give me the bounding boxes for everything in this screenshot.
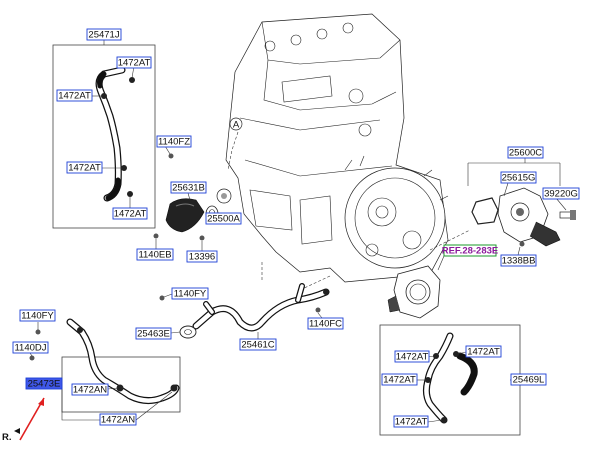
tag-1472AT-r-upper-right[interactable] <box>465 345 502 358</box>
label-1472AN-lower: 1472AN <box>101 415 135 426</box>
label-1338BB: 1338BB <box>502 256 536 267</box>
label-1472AT-r-upper-left: 1472AT <box>396 352 429 363</box>
tag-25461C[interactable] <box>239 338 277 351</box>
hose-25461C: 1140FY 1140FC 25463E 25461C <box>135 283 344 351</box>
label-25461C: 25461C <box>241 340 274 351</box>
tag-1472AN-upper[interactable] <box>71 383 109 396</box>
label-1472AT-bottom: 1472AT <box>114 209 147 220</box>
label-25463E: 25463E <box>137 329 170 340</box>
tag-25463E[interactable] <box>135 327 172 340</box>
thermostat-area: 25631B 25500A 1140EB 13396 <box>136 181 242 263</box>
tag-25500A[interactable] <box>205 212 242 225</box>
red-arrow <box>19 397 45 441</box>
label-1472AT-top: 1472AT <box>118 58 151 69</box>
label-1472AT-r-bottom: 1472AT <box>395 417 428 428</box>
group-25469L: 1472AT 1472AT 1472AT 1472AT 25469L <box>379 324 547 436</box>
label-1472AT-lower-left: 1472AT <box>68 163 101 174</box>
tag-1140FZ[interactable] <box>156 135 192 148</box>
view-a-label: A <box>233 120 240 131</box>
ref-28-283E-link[interactable] <box>443 244 497 257</box>
group-25600C: 25600C 25615G 39220G 1338BB <box>467 146 580 267</box>
engine-block: A <box>225 13 471 291</box>
front-direction-marker: R. <box>2 397 45 443</box>
tag-13396[interactable] <box>186 250 218 263</box>
tag-1472AN-lower[interactable] <box>99 413 137 426</box>
red-arrowhead <box>38 398 44 406</box>
label-1472AT-upper-left: 1472AT <box>58 91 91 102</box>
label-25500A: 25500A <box>207 214 240 225</box>
tag-1472AT-lower-left[interactable] <box>66 161 103 174</box>
tag-1140FY-mid[interactable] <box>171 287 209 300</box>
label-1472AN-upper: 1472AN <box>73 385 107 396</box>
tag-1472AT-r-upper-left[interactable] <box>394 350 430 363</box>
label-1140FZ: 1140FZ <box>158 137 190 148</box>
ref-28-283E-label: REF.28-283E <box>442 246 499 257</box>
tag-1338BB[interactable] <box>500 254 537 267</box>
label-1140FY-mid: 1140FY <box>174 289 207 300</box>
view-a-marker <box>229 117 243 131</box>
tag-1472AT-top[interactable] <box>116 56 152 69</box>
tag-1140FY-left[interactable] <box>19 309 56 322</box>
tag-1472AT-r-middle[interactable] <box>381 373 418 386</box>
tag-1472AT-r-bottom[interactable] <box>393 415 429 428</box>
tag-25469L[interactable] <box>510 373 547 386</box>
label-25615G: 25615G <box>502 173 536 184</box>
corner-label: R. <box>2 432 12 443</box>
label-39220G: 39220G <box>544 189 578 200</box>
tag-1140FC[interactable] <box>307 317 344 330</box>
tag-25473E-highlighted[interactable] <box>25 377 63 390</box>
group-25473E: 1140FY 1140DJ 25473E 1472AN 1472AN <box>12 309 181 426</box>
tag-1140DJ[interactable] <box>12 341 49 354</box>
direction-arrow-icon <box>14 428 20 434</box>
label-1140DJ: 1140DJ <box>14 343 46 354</box>
group-25471J: 25471J 1472AT 1472AT 1140FZ 1472AT 1472A… <box>52 28 192 229</box>
throttle-area: REF.28-283E <box>387 244 499 319</box>
label-1140FC: 1140FC <box>309 319 342 330</box>
tag-39220G[interactable] <box>542 187 580 200</box>
label-1472AT-r-upper-right: 1472AT <box>467 347 500 358</box>
label-1472AT-r-middle: 1472AT <box>383 375 416 386</box>
label-25631B: 25631B <box>172 183 205 194</box>
label-25473E: 25473E <box>28 379 61 390</box>
label-1140EB: 1140EB <box>138 250 171 261</box>
tag-1472AT-bottom[interactable] <box>112 207 148 220</box>
tag-25600C[interactable] <box>507 146 544 159</box>
tag-1140EB[interactable] <box>136 248 174 261</box>
tag-25615G[interactable] <box>500 171 537 184</box>
tag-25471J[interactable] <box>86 28 122 41</box>
label-25600C: 25600C <box>509 148 542 159</box>
tag-25631B[interactable] <box>170 181 207 194</box>
label-1140FY-left: 1140FY <box>21 311 54 322</box>
label-25469L: 25469L <box>513 375 545 386</box>
tag-1472AT-upper-left[interactable] <box>56 89 93 102</box>
label-25471J: 25471J <box>88 30 119 41</box>
label-13396: 13396 <box>189 252 215 263</box>
